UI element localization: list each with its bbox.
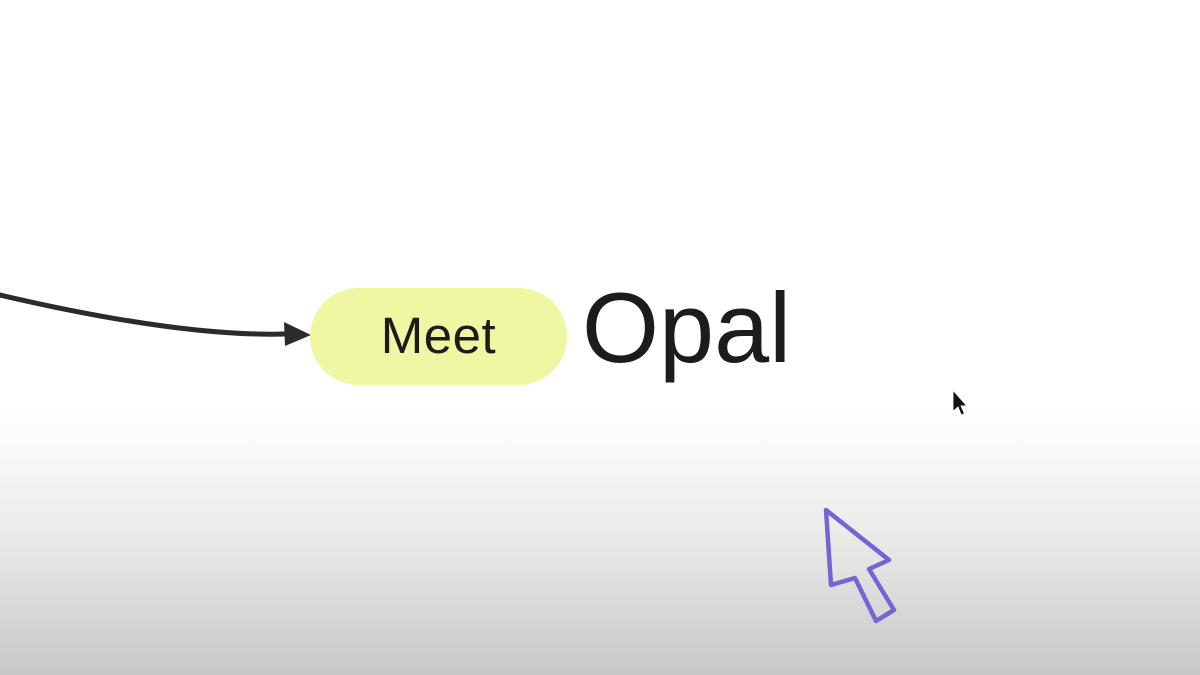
- mouse-pointer-outline-icon: [823, 507, 897, 624]
- curved-arrow-right-icon: [0, 292, 311, 346]
- meet-badge-label: Meet: [380, 307, 497, 364]
- meet-badge: Meet: [310, 288, 567, 385]
- mouse-pointer-icon: [952, 389, 968, 416]
- page-title: Opal: [582, 272, 792, 383]
